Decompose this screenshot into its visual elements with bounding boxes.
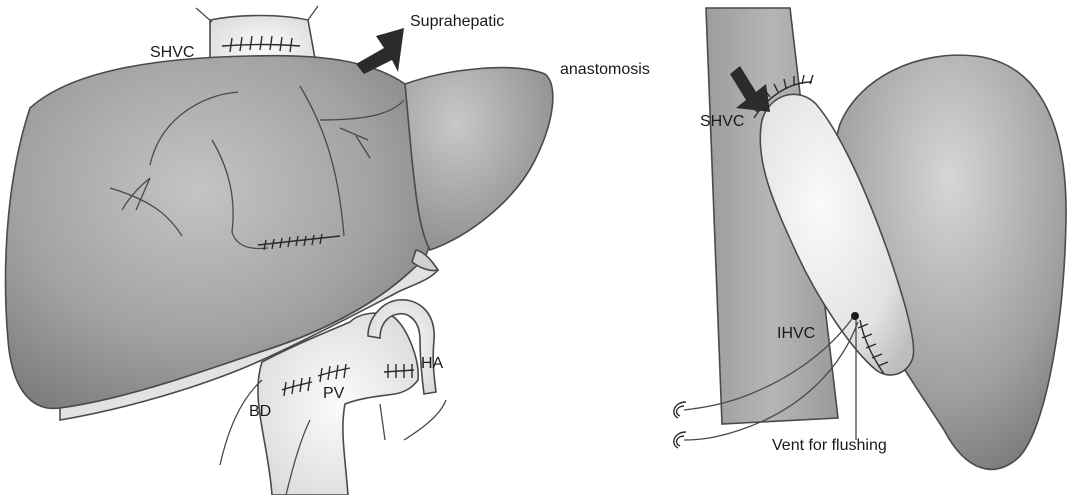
vent-point (851, 312, 859, 320)
label-ha: HA (421, 356, 443, 372)
recipient-liver-left-lobe (405, 68, 553, 250)
label-shvc-right: SHVC (700, 114, 744, 130)
label-suprahepatic: Suprahepatic (410, 14, 504, 30)
label-vent: Vent for flushing (772, 438, 887, 454)
label-shvc-left: SHVC (150, 45, 194, 61)
label-pv: PV (323, 386, 344, 402)
label-anastomosis: anastomosis (560, 62, 650, 78)
left-figure (6, 6, 553, 495)
label-bd: BD (249, 404, 271, 420)
suprahepatic-arrow (356, 28, 404, 74)
right-figure (674, 8, 1066, 469)
label-ihvc: IHVC (777, 326, 815, 342)
